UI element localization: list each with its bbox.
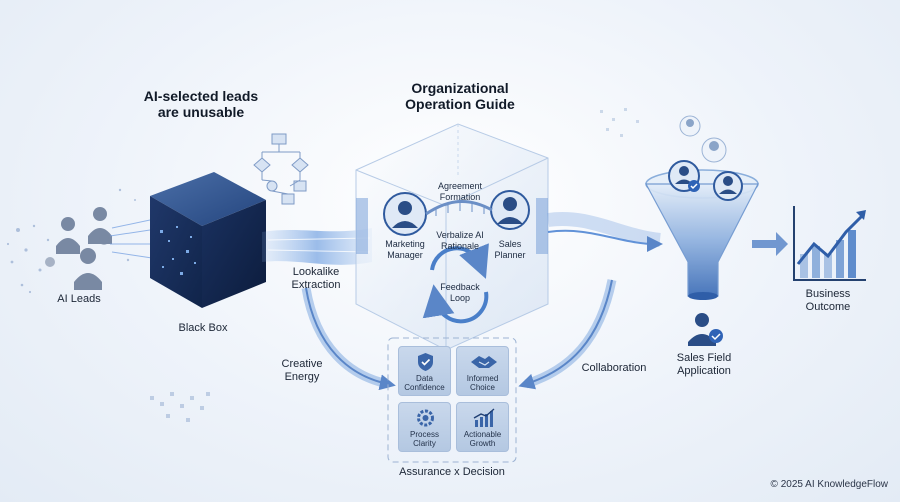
org-guide-line1: Organizational <box>411 80 509 96</box>
org-guide-line2: Operation Guide <box>405 96 515 112</box>
tile-informed-choice-text: Informed Choice <box>457 374 508 392</box>
business-line1: Business <box>805 288 851 300</box>
verbalize-line1: Verbalize AI <box>436 230 484 240</box>
arrow-to-outcome <box>752 232 788 256</box>
creative-energy-label: Creative Energy <box>272 358 332 384</box>
lookalike-line1: Lookalike <box>292 266 340 278</box>
feedback-loop-label: Feedback Loop <box>440 282 480 304</box>
funnel-avatars-icon <box>668 115 743 201</box>
organizational-guide-box <box>355 123 549 351</box>
particle-cloud-left <box>6 188 136 294</box>
ai-selected-title: AI-selected leads are unusable <box>136 88 266 120</box>
tile-1-line2: Choice <box>470 383 495 392</box>
tile-0-line2: Confidence <box>404 383 445 392</box>
ai-leads-label: AI Leads <box>57 293 101 305</box>
copyright-text: © 2025 AI KnowledgeFlow <box>770 479 888 490</box>
tile-data-confidence: Data Confidence <box>398 346 451 396</box>
sales-planner-label: Sales Planner <box>490 239 530 261</box>
tile-2-line1: Process <box>410 430 439 439</box>
feedback-line1: Feedback <box>440 282 480 292</box>
tile-1-line1: Informed <box>466 374 499 383</box>
tile-informed-choice: Informed Choice <box>456 346 509 396</box>
business-outcome-label: Business Outcome <box>796 288 860 314</box>
sales-planner-avatar-icon <box>490 190 530 230</box>
tile-actionable-growth-text: Actionable Growth <box>457 430 508 448</box>
marketing-manager-label: Marketing Manager <box>378 239 432 261</box>
tile-data-confidence-text: Data Confidence <box>399 374 450 392</box>
tile-3-line1: Actionable <box>463 430 502 439</box>
tile-3-line2: Growth <box>469 439 496 448</box>
tile-process-clarity-text: Process Clarity <box>399 430 450 448</box>
verbalize-label: Verbalize AI Rationale <box>428 230 492 252</box>
collaboration-label: Collaboration <box>581 362 647 374</box>
verbalize-line2: Rationale <box>440 241 480 251</box>
tile-0-line1: Data <box>416 374 433 383</box>
particle-cloud-right <box>600 108 639 137</box>
handshake-icon <box>471 356 497 368</box>
black-box-cube <box>150 172 266 308</box>
marketing-line1: Marketing <box>385 239 425 249</box>
growth-chart-icon <box>473 408 495 427</box>
data-streaks <box>109 219 153 259</box>
org-guide-title: Organizational Operation Guide <box>396 80 524 112</box>
assurance-frame <box>387 337 517 463</box>
marketing-manager-avatar-icon <box>383 192 427 236</box>
tile-2-line2: Clarity <box>413 439 436 448</box>
particle-cloud-bottom <box>150 392 210 422</box>
lookalike-line2: Extraction <box>291 279 341 291</box>
flow-to-funnel <box>547 212 661 247</box>
flowchart-icon <box>253 133 309 205</box>
sales-planner-line1: Sales <box>498 239 522 249</box>
sales-field-line2: Application <box>677 365 731 377</box>
agreement-formation-label: Agreement Formation <box>428 181 492 203</box>
creative-line1: Creative <box>281 358 323 370</box>
sales-field-person-icon <box>688 313 723 346</box>
agreement-line2: Formation <box>439 192 481 202</box>
tile-actionable-growth: Actionable Growth <box>456 402 509 452</box>
sales-field-line1: Sales Field <box>676 352 732 364</box>
ai-selected-title-line2: are unusable <box>157 104 245 120</box>
feedback-line2: Loop <box>449 293 471 303</box>
beam-to-guide <box>262 228 372 265</box>
ai-selected-title-line1: AI-selected leads <box>143 88 259 104</box>
feedback-loop-icon <box>422 243 489 324</box>
lookalike-label: Lookalike Extraction <box>286 266 346 292</box>
agreement-line1: Agreement <box>437 181 483 191</box>
assurance-decision-label: Assurance x Decision <box>399 466 505 478</box>
business-line2: Outcome <box>805 301 851 313</box>
business-chart-icon <box>793 206 866 281</box>
tile-process-clarity: Process Clarity <box>398 402 451 452</box>
marketing-line2: Manager <box>387 250 423 260</box>
black-box-label: Black Box <box>178 322 228 334</box>
sales-field-label: Sales Field Application <box>666 352 742 378</box>
sales-planner-line2: Planner <box>494 250 526 260</box>
people-silhouettes-icon <box>45 207 112 290</box>
creative-line2: Energy <box>284 371 320 383</box>
shield-check-icon <box>418 353 433 371</box>
gear-icon <box>417 409 434 427</box>
